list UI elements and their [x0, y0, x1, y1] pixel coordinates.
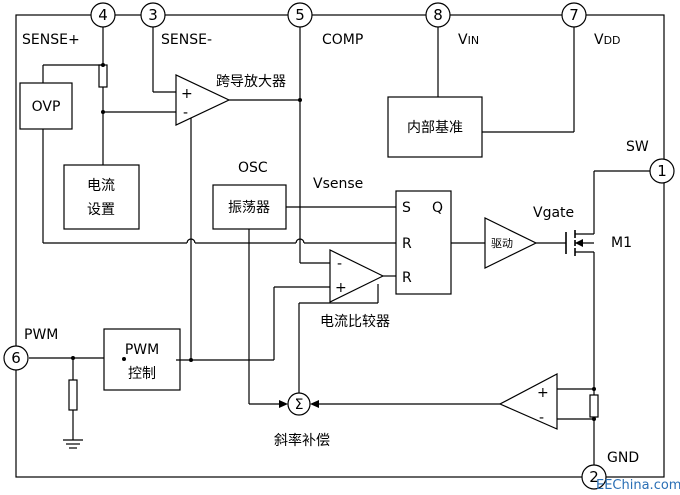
pwm-pulldown-resistor [68, 379, 78, 411]
pwm-control-label-2: 控制 [128, 366, 156, 382]
pin-7-circle [561, 2, 587, 28]
sigma-symbol: Σ [295, 397, 304, 413]
internal-reference-block [387, 96, 483, 158]
current-comparator [329, 249, 385, 303]
junction-dot-4 [189, 358, 193, 362]
transconductance-amp-label: 跨导放大器 [216, 74, 286, 90]
pin-8-circle [425, 2, 451, 28]
junction-dot-5 [592, 387, 596, 391]
pin-comp-label: COMP [322, 32, 363, 48]
pin-4-number: 4 [98, 6, 108, 24]
pin-7-number: 7 [569, 6, 579, 24]
internal-reference-label: 内部基准 [407, 119, 463, 136]
pin-sense-minus-label: SENSE- [161, 32, 212, 48]
amp-minus-sign: - [183, 105, 188, 121]
sense-amp-plus-sign: + [537, 385, 549, 401]
vsense-label: Vsense [313, 176, 363, 192]
latch-s-label: S [402, 200, 411, 216]
pin-gnd-label: GND [607, 450, 639, 466]
driver-buffer [484, 217, 538, 269]
pin-6-circle [3, 345, 29, 371]
latch-q-label: Q [432, 200, 443, 216]
current-sense-resistor [589, 394, 599, 418]
mosfet-arrow [575, 239, 583, 247]
pin-sense-plus-label: SENSE+ [22, 32, 80, 48]
pin-5-number: 5 [295, 6, 305, 24]
pin-2-number: 2 [589, 468, 599, 486]
pwm-dot [122, 357, 126, 361]
comparator-minus-sign: - [337, 256, 342, 272]
pin-vdd-label: VDD [594, 32, 621, 48]
pin-5-circle [287, 2, 313, 28]
comparator-plus-sign: + [335, 280, 347, 296]
current-comparator-label: 电流比较器 [320, 314, 390, 330]
transconductance-amplifier [175, 74, 231, 126]
pin-3-circle [140, 2, 166, 28]
mosfet-label: M1 [611, 235, 632, 251]
pwm-control-label-1: PWM [125, 342, 159, 358]
ovp-block [19, 82, 73, 130]
sense-amp-minus-sign: - [539, 410, 544, 426]
driver-label: 驱动 [491, 237, 513, 250]
amp-plus-sign: + [181, 86, 193, 102]
junction-dot-1 [101, 63, 105, 67]
junction-dot-3 [298, 98, 302, 102]
pin-2-circle [581, 464, 607, 490]
oscillator-label: 振荡器 [228, 200, 270, 216]
pin-1-circle [649, 158, 675, 184]
junction-dot-6 [592, 417, 596, 421]
junction-dot-2 [101, 110, 105, 114]
pin-4-circle [90, 2, 116, 28]
pin-6-number: 6 [11, 349, 21, 367]
pwm-control-block [103, 328, 181, 391]
pin-sw-label: SW [626, 139, 649, 155]
ovp-label: OVP [32, 99, 61, 115]
current-setting-label-1: 电流 [87, 178, 115, 194]
watermark: EEChina.com [596, 478, 680, 493]
latch-r2-label: R [402, 270, 412, 286]
vgate-label: Vgate [533, 205, 574, 221]
latch-r1-label: R [402, 236, 412, 252]
chip-boundary [15, 14, 665, 478]
current-setting-label-2: 设置 [87, 202, 115, 218]
sense-amplifier [498, 373, 558, 430]
pin-1-number: 1 [657, 162, 667, 180]
sense-arrow [310, 400, 319, 408]
sense-resistor [98, 64, 108, 88]
pin-pwm-label: PWM [24, 327, 58, 343]
pin-vin-label: VIN [458, 32, 479, 48]
pin-3-number: 3 [148, 6, 158, 24]
pin-8-number: 8 [433, 6, 443, 24]
current-setting-block [63, 164, 140, 230]
slope-compensation-label: 斜率补偿 [274, 432, 330, 449]
ramp-arrow [279, 400, 288, 408]
osc-label: OSC [238, 160, 268, 176]
junction-dot-7 [71, 356, 75, 360]
